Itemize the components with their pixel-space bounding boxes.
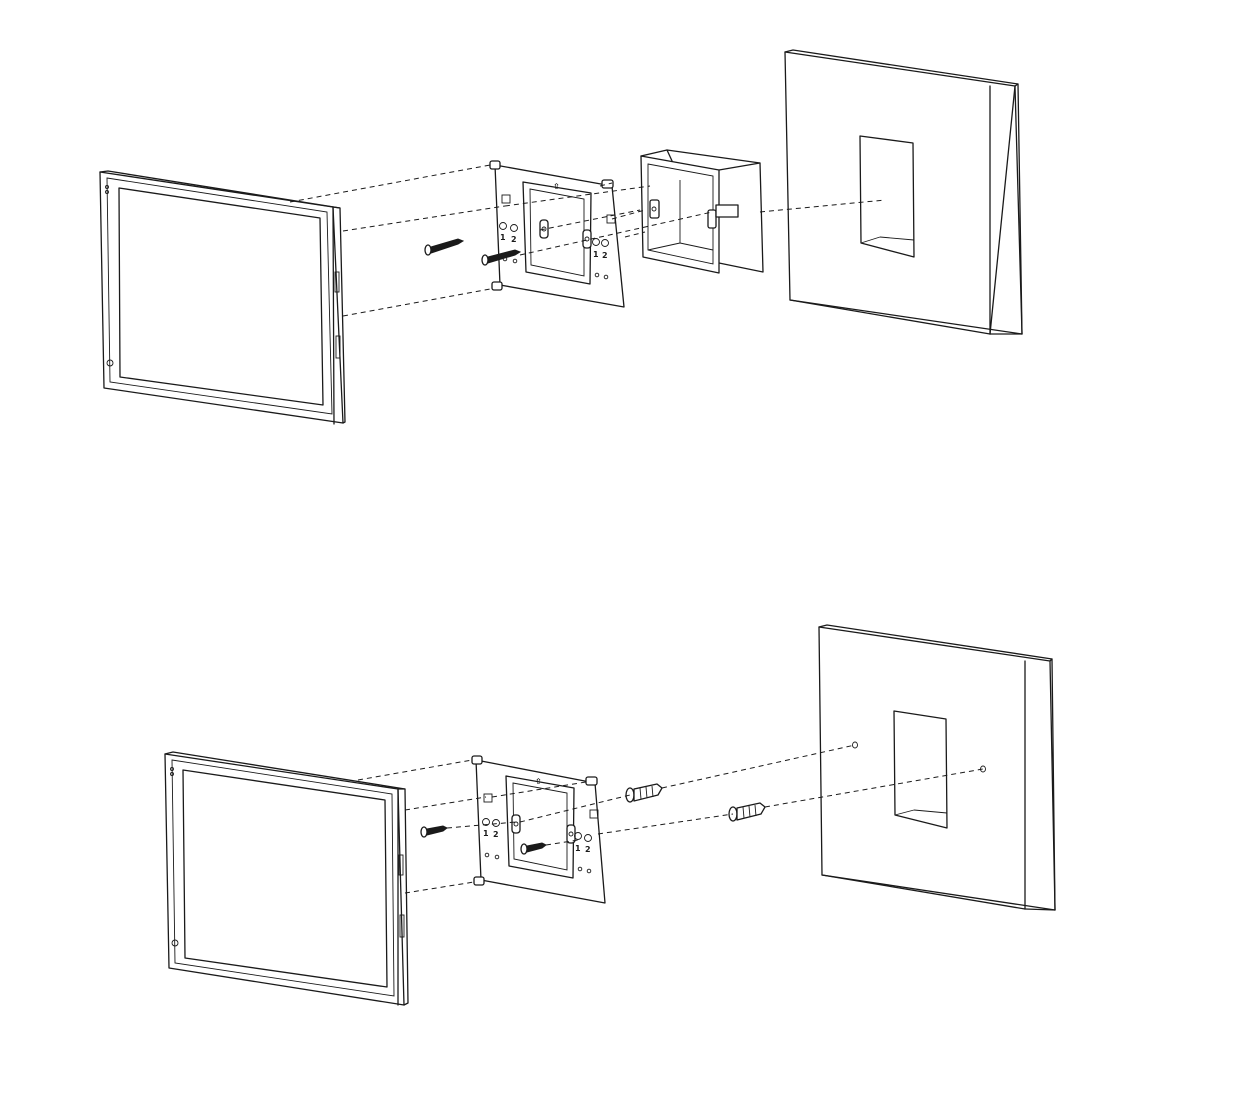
top-screw-lower <box>481 249 522 266</box>
top-bracket-label-1-left: 1 <box>500 233 506 242</box>
top-assembly: ⇧ 1 2 1 2 <box>99 49 1023 425</box>
bottom-bracket-label-1-left: 1 <box>483 829 489 838</box>
bottom-anchor-upper <box>625 783 663 803</box>
top-bracket-label-2-right: 2 <box>602 251 608 260</box>
top-screws <box>424 238 522 266</box>
top-touch-panel <box>99 170 346 425</box>
bottom-bracket-up-arrow: ⇧ <box>535 777 542 786</box>
bottom-screw-lower <box>520 842 547 855</box>
bottom-screws <box>420 825 547 855</box>
bottom-screw-upper <box>420 825 448 838</box>
top-bracket-label-2-left: 2 <box>511 235 517 244</box>
bottom-bracket-label-1-right: 1 <box>575 844 581 853</box>
bottom-wall-anchors <box>625 783 766 822</box>
top-back-box <box>640 149 764 274</box>
top-screw-upper <box>424 238 465 256</box>
top-mounting-bracket: ⇧ 1 2 1 2 <box>489 160 625 308</box>
bottom-bracket-label-2-right: 2 <box>585 845 591 854</box>
bottom-alignment-lines <box>357 744 984 894</box>
top-wall-panel <box>784 49 1023 335</box>
bottom-touch-panel <box>164 751 409 1006</box>
bottom-assembly: ⇧ 1 2 1 2 <box>164 624 1056 1006</box>
top-alignment-lines <box>289 164 886 317</box>
top-bracket-up-arrow: ⇧ <box>553 182 560 191</box>
bottom-bracket-label-2-left: 2 <box>493 830 499 839</box>
top-bracket-label-1-right: 1 <box>593 250 599 259</box>
bottom-anchor-lower <box>728 802 766 822</box>
bottom-wall-panel <box>818 624 1056 911</box>
bottom-mounting-bracket: ⇧ 1 2 1 2 <box>471 755 606 904</box>
